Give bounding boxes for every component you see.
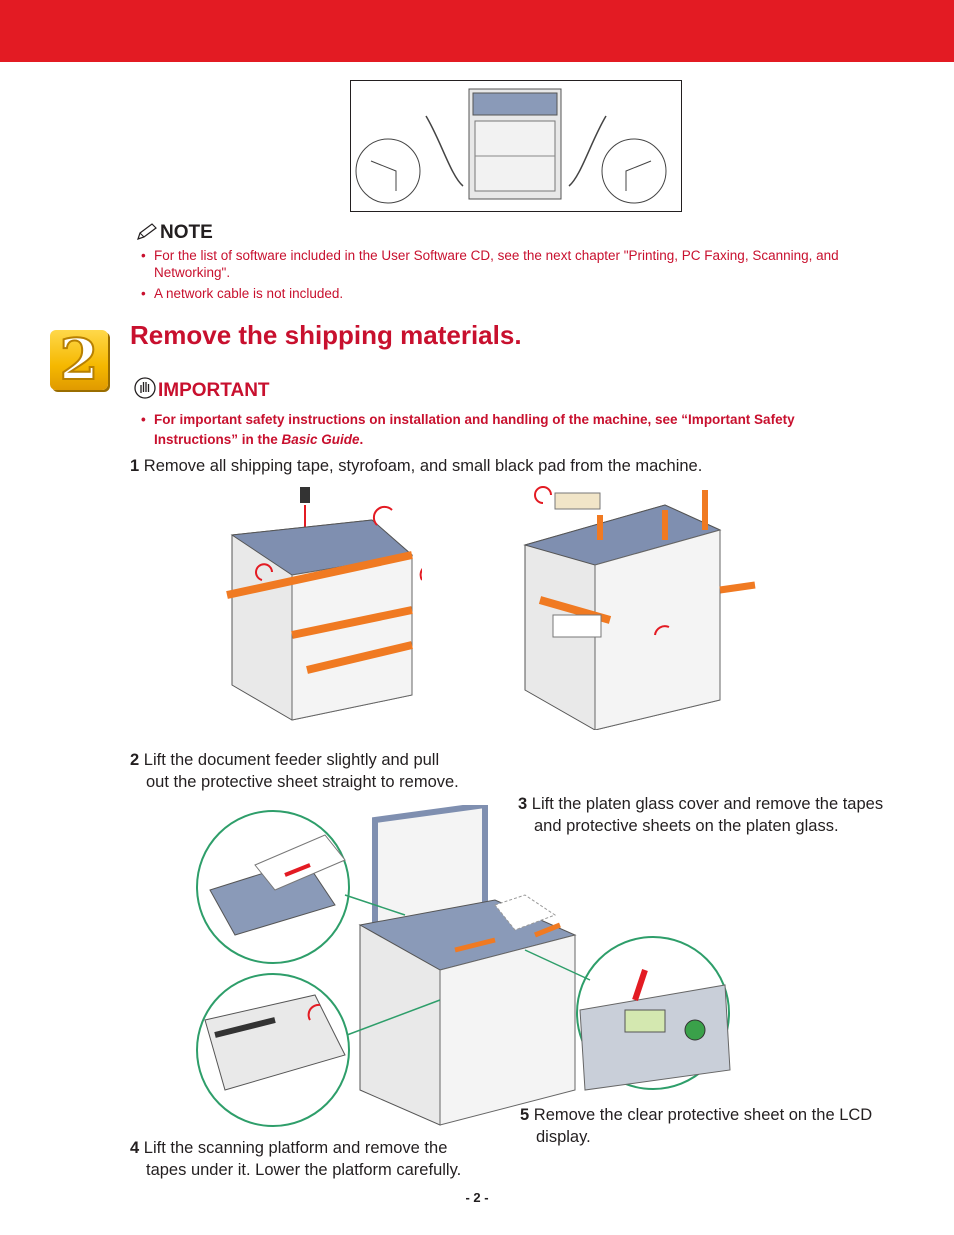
note-list: For the list of software included in the… [141,247,901,306]
machine-open-cover-illustration [196,805,731,1127]
important-item: For important safety instructions on ins… [141,410,861,450]
header-bar [0,0,954,62]
machine-front-tapes-illustration [226,487,422,721]
hand-stop-icon [134,377,156,399]
substep-3: 3 Lift the platen glass cover and remove… [518,795,884,835]
important-heading: IMPORTANT [134,377,270,402]
substep-2: 2 Lift the document feeder slightly and … [130,751,459,791]
note-heading: NOTE [136,222,213,244]
step-number-badge: 2 [50,330,108,390]
important-list: For important safety instructions on ins… [141,410,861,450]
note-item: For the list of software included in the… [141,247,901,281]
step-title: Remove the shipping materials. [130,320,522,350]
note-item: A network cable is not included. [141,285,901,302]
substep-1: 1 Remove all shipping tape, styrofoam, a… [130,457,703,475]
machine-rear-tapes-illustration [523,486,756,730]
lifting-machine-illustration [350,80,682,212]
substep-4: 4 Lift the scanning platform and remove … [130,1139,462,1179]
page-number: - 2 - [465,1190,489,1205]
pencil-icon [137,223,157,240]
substep-5: 5 Remove the clear protective sheet on t… [520,1106,873,1146]
